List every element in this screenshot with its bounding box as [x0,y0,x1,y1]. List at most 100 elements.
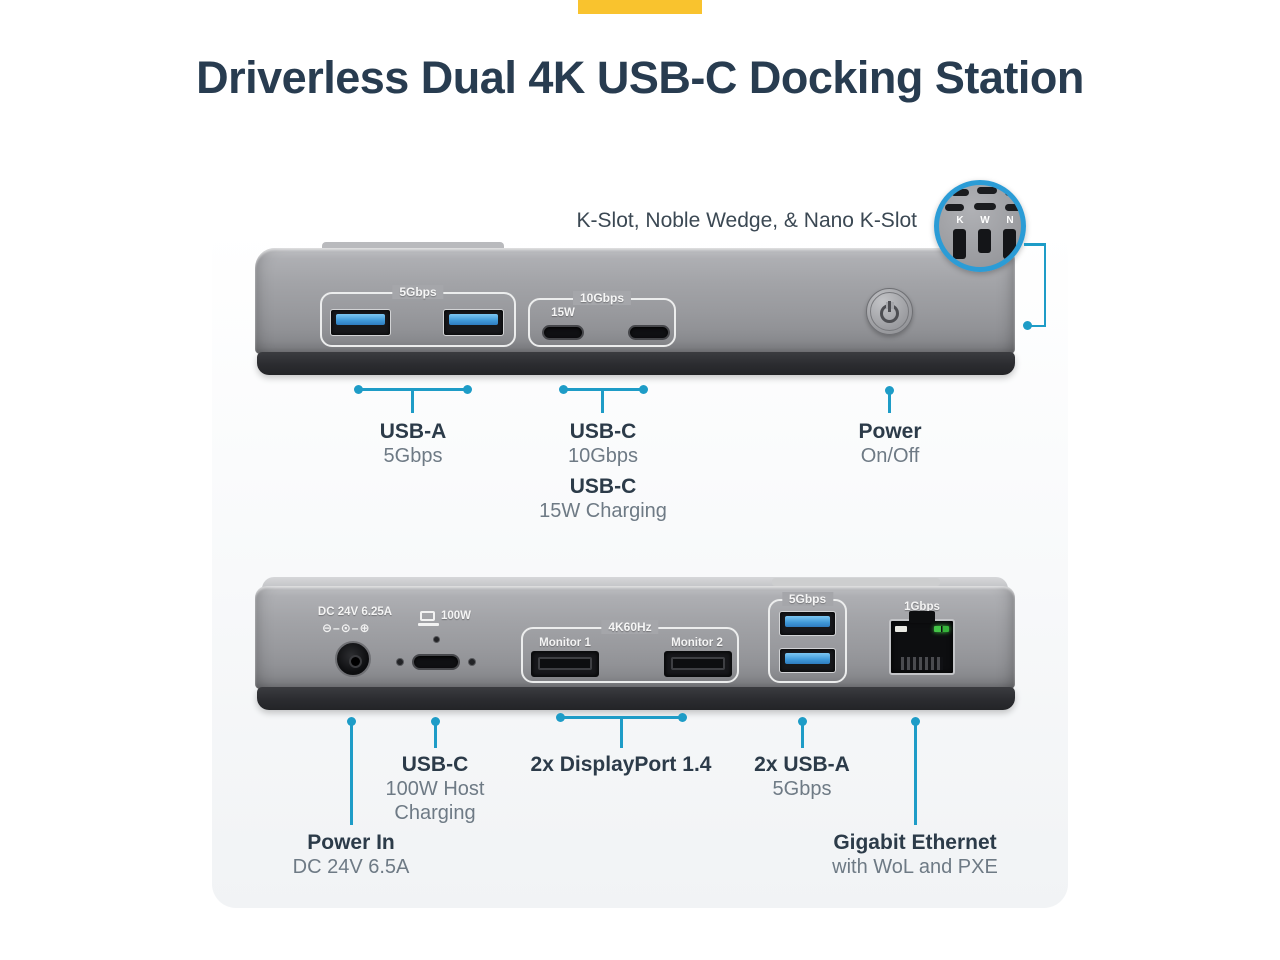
monitor1-marking: Monitor 1 [539,637,591,649]
dock-rear-view [255,586,1015,689]
polarity-icon: ⊖–⊙–⊕ [322,621,371,635]
rear-dp-group-outline: 4K60Hz [521,620,739,683]
monitor2-marking: Monitor 2 [671,637,723,649]
callout-title: Power In [307,831,395,854]
front-usba-port-1 [330,309,391,336]
callout-bracket [358,388,468,391]
callout-stem [888,393,891,413]
callout-dot [885,386,894,395]
callout-title: Power [858,420,922,443]
screw-hole [396,658,404,666]
callout-dot [798,717,807,726]
front-usba-port-2 [443,309,504,336]
usba-tongue [785,616,830,627]
vent-slot [945,204,964,211]
kslot-callout-label: K-Slot, Noble Wedge, & Nano K-Slot [576,209,917,232]
dock-rear-base [257,687,1015,710]
front-top-notch [322,242,504,250]
callout-stem [914,724,917,825]
vent-slot [974,203,996,210]
dc-rating-marking: DC 24V 6.25A [317,606,393,618]
callout-title: USB-C [401,753,469,776]
callout-title: 2x USB-A [754,753,850,776]
callout-title: USB-C [569,420,637,443]
dc-power-jack [335,641,371,677]
vent-slot [951,189,969,196]
usba-tongue [336,314,385,325]
callout-stem [434,724,437,748]
screw-hole [468,658,476,666]
rear-usba-group-label: 5Gbps [781,592,834,606]
ethernet-led-right [934,626,949,632]
front-usbc-port-2 [628,325,670,340]
screw-hole [433,636,440,643]
rj45-pins [901,657,943,670]
usba-tongue [449,314,498,325]
callout-title: 2x DisplayPort 1.4 [530,753,712,776]
kslot-leader-line [1024,243,1046,246]
rear-usba-port-1 [779,611,836,636]
k-slot-opening [953,229,966,259]
kslot-letter-w: W [980,215,990,226]
callout-subtitle: 5Gbps [772,778,832,800]
nano-kslot-opening [1003,229,1016,259]
front-usba-group-outline: 5Gbps [320,285,516,347]
power-button [866,288,913,335]
callout-dot [678,713,687,722]
callout-subtitle: 10Gbps [567,445,639,467]
power-icon [880,300,899,323]
displayport-port-2 [664,651,732,677]
callout-rear-usba: 2x USB-A 5Gbps [722,752,882,801]
callout-rear-power-in: Power In DC 24V 6.5A [261,830,441,879]
kslot-leader-line [1043,243,1046,327]
front-usbc-15w-marking: 15W [551,307,575,319]
callout-dot [347,717,356,726]
callout-subtitle: with WoL and PXE [832,856,998,878]
laptop-icon [418,611,439,626]
callout-bracket [560,716,682,719]
displayport-port-1 [531,651,599,677]
front-usba-group-label: 5Gbps [392,285,444,299]
kslot-letter-n: N [1006,215,1014,226]
callout-dot [639,385,648,394]
callout-title: Gigabit Ethernet [833,831,997,854]
callout-dot [911,717,920,726]
callout-stem [350,724,353,825]
callout-rear-ethernet: Gigabit Ethernet with WoL and PXE [815,830,1015,879]
front-usbc-port-1 [542,325,584,340]
rear-usbc-host-port [412,654,460,670]
vent-slot [1005,204,1021,211]
rear-top-notch [772,578,940,586]
kslot-leader-line [1031,324,1046,327]
brand-accent-bar [578,0,702,14]
ethernet-led-left [895,626,907,632]
callout-subtitle: Charging [394,802,476,824]
usba-tongue [785,653,830,664]
callout-rear-displayport: 2x DisplayPort 1.4 [511,752,731,777]
front-usbc-group-label: 10Gbps [572,291,632,305]
host-power-marking: 100W [441,610,472,622]
callout-subtitle: On/Off [860,445,920,467]
rear-usba-port-2 [779,648,836,673]
callout-stem [620,718,623,748]
rj45-clip-tab [909,611,935,623]
callout-front-power: Power On/Off [810,419,970,468]
callout-title: USB-C [569,475,637,498]
kslot-magnifier-inset: K W N [934,180,1026,272]
callout-subtitle: 5Gbps [383,445,443,467]
front-usbc-group-outline: 10Gbps [528,291,676,347]
callout-stem [411,390,414,413]
callout-stem [601,390,604,413]
kslot-leader-dot [1023,321,1032,330]
callout-stem [801,724,804,748]
callout-bracket [563,388,643,391]
dock-front-base [257,352,1015,375]
callout-front-usbc: USB-C 10Gbps USB-C 15W Charging [523,419,683,523]
rear-usba-group-outline: 5Gbps [768,592,847,683]
callout-rear-usbc: USB-C 100W Host Charging [355,752,515,825]
callout-title: USB-A [379,420,447,443]
ethernet-port [889,611,955,675]
vent-slot [1005,189,1021,196]
callout-subtitle: DC 24V 6.5A [292,856,410,878]
